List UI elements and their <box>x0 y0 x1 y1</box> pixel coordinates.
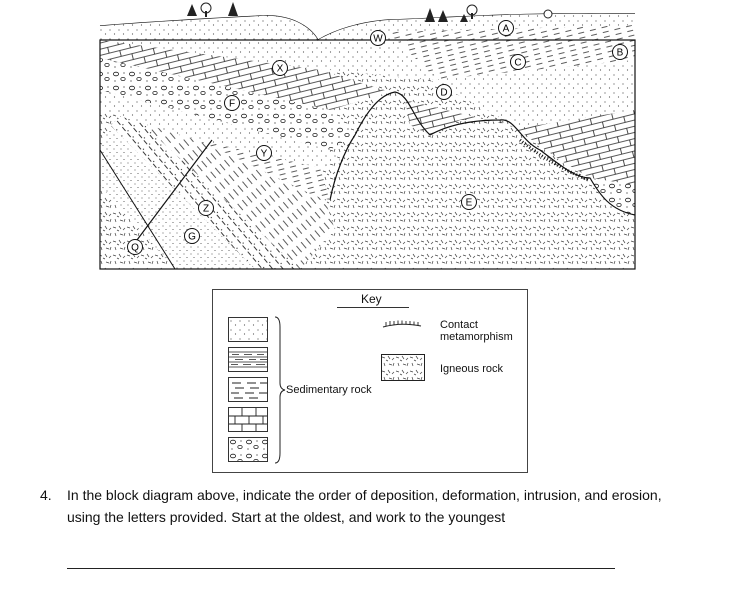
sandstone-swatch <box>228 317 268 342</box>
label-letter: X <box>277 64 284 75</box>
conglomerate-swatch <box>228 437 268 462</box>
layer-limestone-right <box>405 100 635 185</box>
label-C: C <box>510 54 526 70</box>
shale-swatch <box>228 347 268 372</box>
question-number: 4. <box>40 487 52 503</box>
siltstone-swatch <box>228 377 268 402</box>
letter-labels: W A B X C D F Y E Z G Q <box>127 20 628 255</box>
topsoil <box>100 13 635 40</box>
label-X: X <box>272 60 288 76</box>
igneous-rock-swatch <box>381 354 425 381</box>
label-G: G <box>184 228 200 244</box>
label-letter: Q <box>131 243 139 254</box>
label-Z: Z <box>198 200 214 216</box>
key-title-rule <box>337 307 409 308</box>
tilted-layer-3 <box>130 110 335 269</box>
key-box: Key Sedimentary rock Contact metamorphis… <box>212 289 528 473</box>
label-B: B <box>612 44 628 60</box>
label-letter: C <box>514 58 521 69</box>
label-letter: G <box>188 232 196 243</box>
limestone-swatch <box>228 407 268 432</box>
contact-metamorphism-swatch <box>382 320 422 328</box>
igneous-intrusion-outline <box>329 91 636 216</box>
sedimentary-bracket <box>274 316 286 464</box>
contact-metamorphism-label-1: Contact <box>440 319 478 331</box>
label-letter: A <box>503 24 510 35</box>
label-letter: Z <box>203 204 209 215</box>
label-letter: E <box>466 198 473 209</box>
tilted-layer-2 <box>110 110 300 269</box>
igneous-rock-label: Igneous rock <box>440 363 503 375</box>
label-letter: Y <box>261 149 268 160</box>
tilted-layer-1 <box>100 125 255 269</box>
layer-sandstone-mid <box>100 90 340 168</box>
label-letter: D <box>440 88 447 99</box>
layer-shale-y <box>190 138 330 200</box>
answer-line[interactable] <box>67 568 615 569</box>
layer-limestone-x <box>100 40 390 110</box>
label-letter: W <box>373 34 383 45</box>
layer-sandstone-right <box>430 60 635 128</box>
question-text: In the block diagram above, indicate the… <box>67 487 662 525</box>
layer-conglomerate-right <box>590 178 635 215</box>
contact-metamorphism-label-2: metamorphism <box>440 331 513 343</box>
tree-icons <box>187 2 553 22</box>
fault-q <box>127 139 213 253</box>
label-Y: Y <box>256 145 272 161</box>
label-letter: F <box>229 99 235 110</box>
label-letter: B <box>617 48 624 59</box>
block-diagram: W A B X C D F Y E Z G Q <box>99 2 636 270</box>
key-title: Key <box>361 292 382 306</box>
fault-z-boundary <box>99 149 176 270</box>
label-E: E <box>461 194 477 210</box>
label-W: W <box>370 30 386 46</box>
diagram-frame <box>99 39 636 270</box>
label-A: A <box>498 20 514 36</box>
label-F: F <box>224 95 240 111</box>
label-Q: Q <box>127 239 143 255</box>
contact-metamorphism-edge <box>519 138 589 182</box>
sedimentary-rock-label: Sedimentary rock <box>286 384 372 396</box>
label-D: D <box>436 84 452 100</box>
